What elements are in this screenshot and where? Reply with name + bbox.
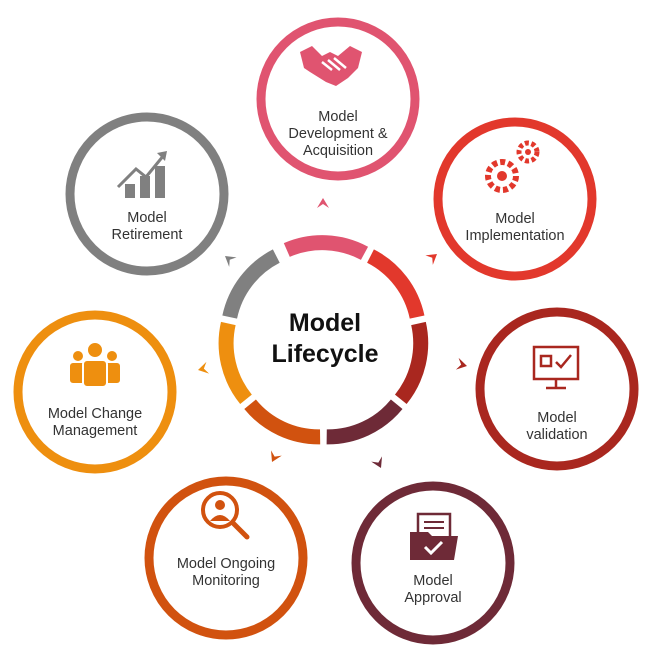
- monitor-checklist-icon: [532, 345, 580, 390]
- stage-retirement[interactable]: Model Retirement: [65, 112, 229, 276]
- arrow-validation: [455, 357, 467, 370]
- folder-check-icon: [410, 512, 458, 560]
- stage-ring-monitoring: [144, 476, 308, 640]
- stage-label-change-2: Management: [53, 423, 138, 439]
- growth-chart-icon: [116, 151, 167, 198]
- ring-arc-monitoring: [244, 399, 321, 445]
- stage-validation[interactable]: Model validation: [475, 307, 639, 471]
- ring-arc-change: [218, 321, 252, 405]
- stage-approval[interactable]: Model Approval: [351, 481, 515, 645]
- center-title-line1: Model: [289, 309, 361, 337]
- stage-label-validation-1: Model: [537, 410, 577, 426]
- stage-change[interactable]: Model Change Management: [13, 310, 177, 474]
- center-title-line2: Lifecycle: [271, 340, 378, 368]
- stage-label-retirement-2: Retirement: [112, 227, 183, 243]
- ring-arc-approval: [326, 399, 403, 445]
- arrow-retirement: [225, 256, 237, 267]
- arrow-monitoring: [270, 450, 282, 462]
- stage-label-approval-1: Model: [413, 573, 453, 589]
- stage-label-validation-2: validation: [526, 427, 587, 443]
- stage-label-monitoring-2: Monitoring: [192, 573, 260, 589]
- ring-arc-retirement: [222, 249, 280, 319]
- gears-icon: [485, 140, 540, 193]
- stage-label-retirement-1: Model: [127, 210, 167, 226]
- stage-ring-implementation: [433, 117, 597, 281]
- handshake-icon: [300, 46, 362, 86]
- stage-label-implementation-1: Model: [495, 211, 535, 227]
- stage-label-development-3: Acquisition: [303, 143, 373, 159]
- stage-implementation[interactable]: Model Implementation: [433, 117, 597, 281]
- stage-label-monitoring-1: Model Ongoing: [177, 556, 275, 572]
- ring-arc-validation: [394, 321, 429, 405]
- ring-arc-implementation: [366, 249, 425, 319]
- stage-ring-change: [13, 310, 177, 474]
- stage-development[interactable]: Model Development & Acquisition: [256, 17, 420, 181]
- arrow-change: [198, 361, 210, 374]
- stage-ring-development: [256, 17, 420, 181]
- stage-ring-approval: [351, 481, 515, 645]
- person-search-icon: [201, 491, 250, 540]
- stage-label-development-2: Development &: [288, 126, 387, 142]
- people-group-icon: [70, 341, 120, 388]
- arrow-approval: [371, 456, 383, 468]
- stage-label-implementation-2: Implementation: [465, 228, 564, 244]
- stage-label-approval-2: Approval: [404, 590, 461, 606]
- arrow-development: [317, 198, 329, 208]
- ring-arc-development: [283, 235, 369, 261]
- center-ring: [218, 235, 429, 445]
- stage-label-change-1: Model Change: [48, 406, 142, 422]
- stage-arrows: [198, 198, 467, 468]
- stage-monitoring[interactable]: Model Ongoing Monitoring: [144, 476, 308, 640]
- arrow-implementation: [425, 254, 437, 265]
- stage-label-development-1: Model: [318, 109, 358, 125]
